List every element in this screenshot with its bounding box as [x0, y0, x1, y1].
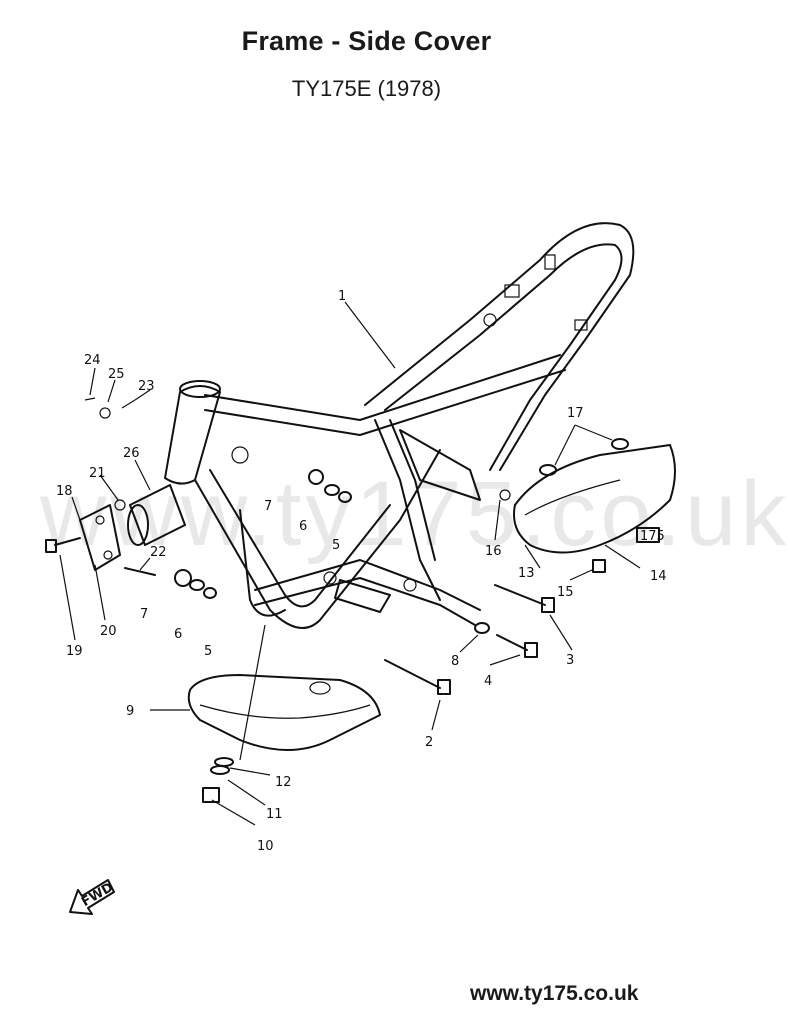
callout-4: 4 [484, 674, 492, 689]
skid-plate-drawing [187, 674, 381, 751]
tool-tube-drawing [127, 484, 186, 546]
fwd-label: FWD [79, 880, 116, 910]
callout-18: 18 [56, 484, 73, 499]
callout-9: 9 [126, 704, 134, 719]
callout-16: 16 [485, 544, 502, 559]
bracket-drawing [79, 504, 121, 571]
callout-22: 22 [150, 545, 167, 560]
parts-diagram: 175 [45, 222, 676, 915]
emblem-label: 175 [640, 529, 665, 544]
callout-labels: 1 2 3 4 5 6 7 8 9 10 11 12 13 14 15 16 1… [56, 289, 667, 854]
callout-24: 24 [84, 353, 101, 368]
callout-20: 20 [100, 624, 117, 639]
callout-1: 1 [338, 289, 346, 304]
forward-arrow-icon: FWD [69, 879, 116, 915]
callout-21: 21 [89, 466, 106, 481]
footer-url[interactable]: www.ty175.co.uk [470, 982, 639, 1005]
callout-10: 10 [257, 839, 274, 854]
callout-17: 17 [567, 406, 584, 421]
callout-13: 13 [518, 566, 535, 581]
callout-5b: 5 [204, 644, 212, 659]
callout-15: 15 [557, 585, 574, 600]
callout-7: 7 [264, 499, 272, 514]
fasteners-drawing [45, 397, 606, 803]
callout-8: 8 [451, 654, 459, 669]
callout-6b: 6 [174, 627, 182, 642]
callout-19: 19 [66, 644, 83, 659]
callout-3: 3 [566, 653, 574, 668]
callout-6: 6 [299, 519, 307, 534]
callout-5: 5 [332, 538, 340, 553]
callout-12: 12 [275, 775, 292, 790]
callout-23: 23 [138, 379, 155, 394]
callout-2: 2 [425, 735, 433, 750]
callout-7b: 7 [140, 607, 148, 622]
page-title: Frame - Side Cover [241, 26, 492, 56]
leader-lines [59, 301, 641, 826]
callout-14: 14 [650, 569, 667, 584]
side-cover-drawing: 175 [499, 438, 676, 554]
frame-drawing [164, 222, 635, 629]
callout-26: 26 [123, 446, 140, 461]
callout-25: 25 [108, 367, 125, 382]
callout-11: 11 [266, 807, 283, 822]
page-subtitle: TY175E (1978) [291, 76, 442, 101]
